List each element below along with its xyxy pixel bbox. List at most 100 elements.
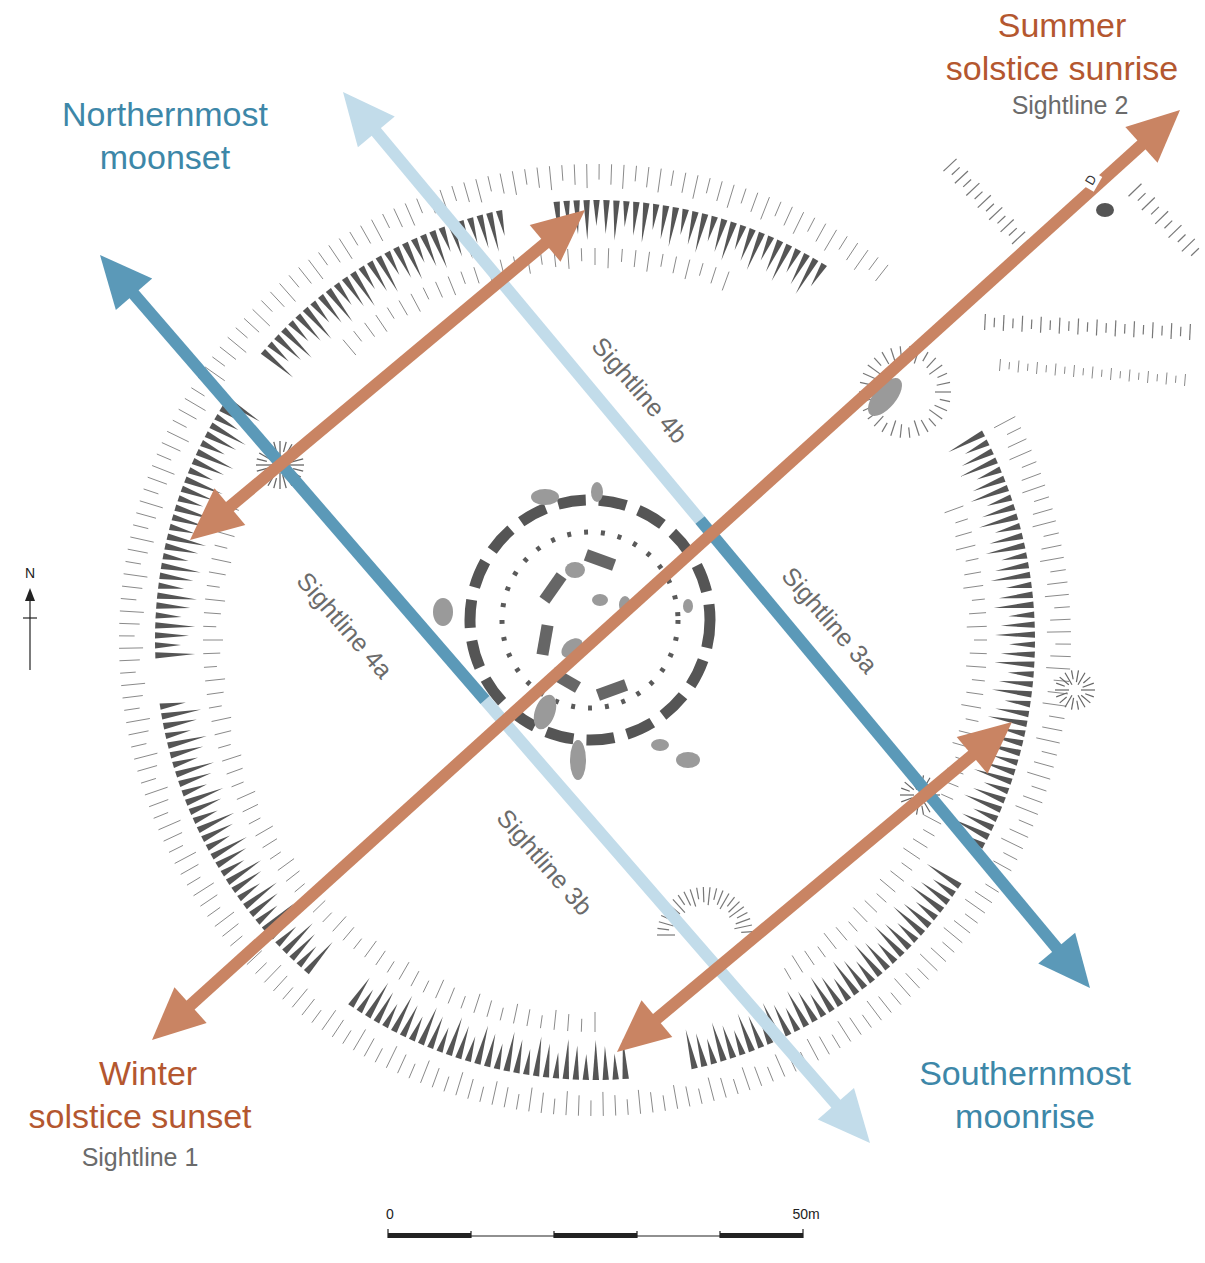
mound-hachure <box>937 382 950 385</box>
inner-bank-hachure <box>205 599 225 601</box>
ditch-hachure <box>991 572 1031 581</box>
ditch-hachure <box>787 991 809 1028</box>
avenue-hachure <box>1027 364 1029 371</box>
bank-hachure <box>554 1099 555 1115</box>
inner-bank-hachure <box>278 859 294 871</box>
inner-bank-hachure <box>448 988 454 1004</box>
bank-hachure <box>134 753 157 759</box>
bank-hachure <box>1007 428 1021 435</box>
ditch-hachure <box>885 924 912 950</box>
ditch-hachure <box>161 563 201 573</box>
bank-hachure <box>185 398 206 410</box>
mound-hachure <box>874 416 883 426</box>
ditch-hachure <box>686 1030 698 1070</box>
sightline-label: Sightline 3b <box>488 800 602 924</box>
bank-hachure <box>405 203 415 225</box>
barrow-hachure <box>697 888 699 900</box>
bank-hachure <box>920 954 937 971</box>
ditch-hachure <box>613 200 619 240</box>
inner-bank-hachure <box>673 257 677 274</box>
inner-bank-hachure <box>218 744 230 748</box>
bank-hachure <box>148 477 167 484</box>
inner-bank-hachure <box>966 692 983 694</box>
bank-hachure <box>1023 796 1042 803</box>
ditch-hachure <box>1001 651 1035 657</box>
bank-hachure <box>220 347 236 360</box>
bank-hachure <box>1033 509 1053 515</box>
bank-hachure <box>693 175 698 198</box>
bank-hachure <box>775 1055 785 1077</box>
bank-hachure <box>322 1010 336 1030</box>
avenue-hachure <box>1012 319 1014 329</box>
bank-hachure <box>120 611 144 612</box>
avenue-hachure <box>1138 373 1140 380</box>
arrowhead <box>190 488 245 540</box>
mound-hachure <box>1083 677 1090 683</box>
bank-hachure <box>1055 644 1071 645</box>
inner-bank-hachure <box>955 532 971 537</box>
ditch-hachure <box>303 307 332 339</box>
mound-hachure <box>929 418 936 426</box>
bank-hachure <box>854 250 868 270</box>
bank-hachure <box>824 230 836 251</box>
stone-label: D <box>1080 169 1102 192</box>
bank-hachure <box>200 895 217 906</box>
bank-hachure <box>862 1015 871 1028</box>
bank-hachure <box>1049 716 1064 719</box>
ditch-hachure <box>583 200 589 240</box>
north-label: N <box>25 565 35 582</box>
ditch-hachure <box>642 203 650 243</box>
inner-bank-hachure <box>448 277 455 296</box>
bank-hachure <box>236 328 248 338</box>
mound-hachure <box>935 391 951 392</box>
north-arrow-head <box>25 588 35 601</box>
bank-hachure <box>574 164 576 184</box>
bank-hachure <box>875 265 888 281</box>
ditch-hachure <box>158 582 184 588</box>
inner-bank-hachure <box>554 1010 556 1030</box>
bank-hachure <box>658 169 661 193</box>
ditch-hachure <box>226 860 261 885</box>
avenue-hachure <box>1129 184 1142 197</box>
avenue-hachure <box>1147 371 1149 383</box>
mound-hachure <box>929 365 942 374</box>
mound-hachure <box>921 420 928 432</box>
ditch-hachure <box>874 926 904 957</box>
inner-bank-hachure <box>955 519 967 523</box>
bank-hachure <box>1010 450 1032 460</box>
bank-hachure <box>121 683 145 685</box>
bank-hachure <box>283 987 293 999</box>
ditch-hachure <box>376 256 398 292</box>
scale-tick <box>719 1231 720 1238</box>
bank-hachure <box>614 1095 616 1115</box>
inner-bank-hachure <box>203 626 216 627</box>
ditch-hachure <box>178 773 211 787</box>
bank-hachure <box>361 226 371 244</box>
fallen-stone <box>592 594 608 606</box>
avenue-hachure <box>963 180 971 187</box>
inner-bank-hachure <box>500 1008 503 1021</box>
avenue-hachure <box>1142 198 1155 211</box>
bank-hachure <box>464 182 470 202</box>
avenue-hachure <box>1087 322 1089 332</box>
inner-bank-hachure <box>365 323 375 337</box>
ditch-hachure <box>196 449 234 469</box>
ditch-hachure <box>289 934 315 961</box>
bank-hachure <box>775 202 781 216</box>
arrowhead <box>152 987 207 1040</box>
inner-bank-hachure <box>474 994 480 1013</box>
inner-bank-hachure <box>286 871 299 881</box>
bank-hachure <box>1054 680 1070 681</box>
inner-bank-hachure <box>923 815 941 824</box>
mound-hachure <box>1081 695 1090 703</box>
avenue-hachure <box>1012 232 1025 244</box>
ditch-hachure <box>169 524 195 534</box>
mound-hachure <box>900 424 901 438</box>
bank-hachure <box>253 309 270 326</box>
bank-hachure <box>516 1094 519 1109</box>
avenue-hachure <box>1092 367 1094 379</box>
bank-hachure <box>906 973 920 988</box>
ditch-hachure <box>573 1046 579 1080</box>
bank-hachure <box>590 1100 591 1116</box>
ditch-hachure <box>165 730 191 739</box>
